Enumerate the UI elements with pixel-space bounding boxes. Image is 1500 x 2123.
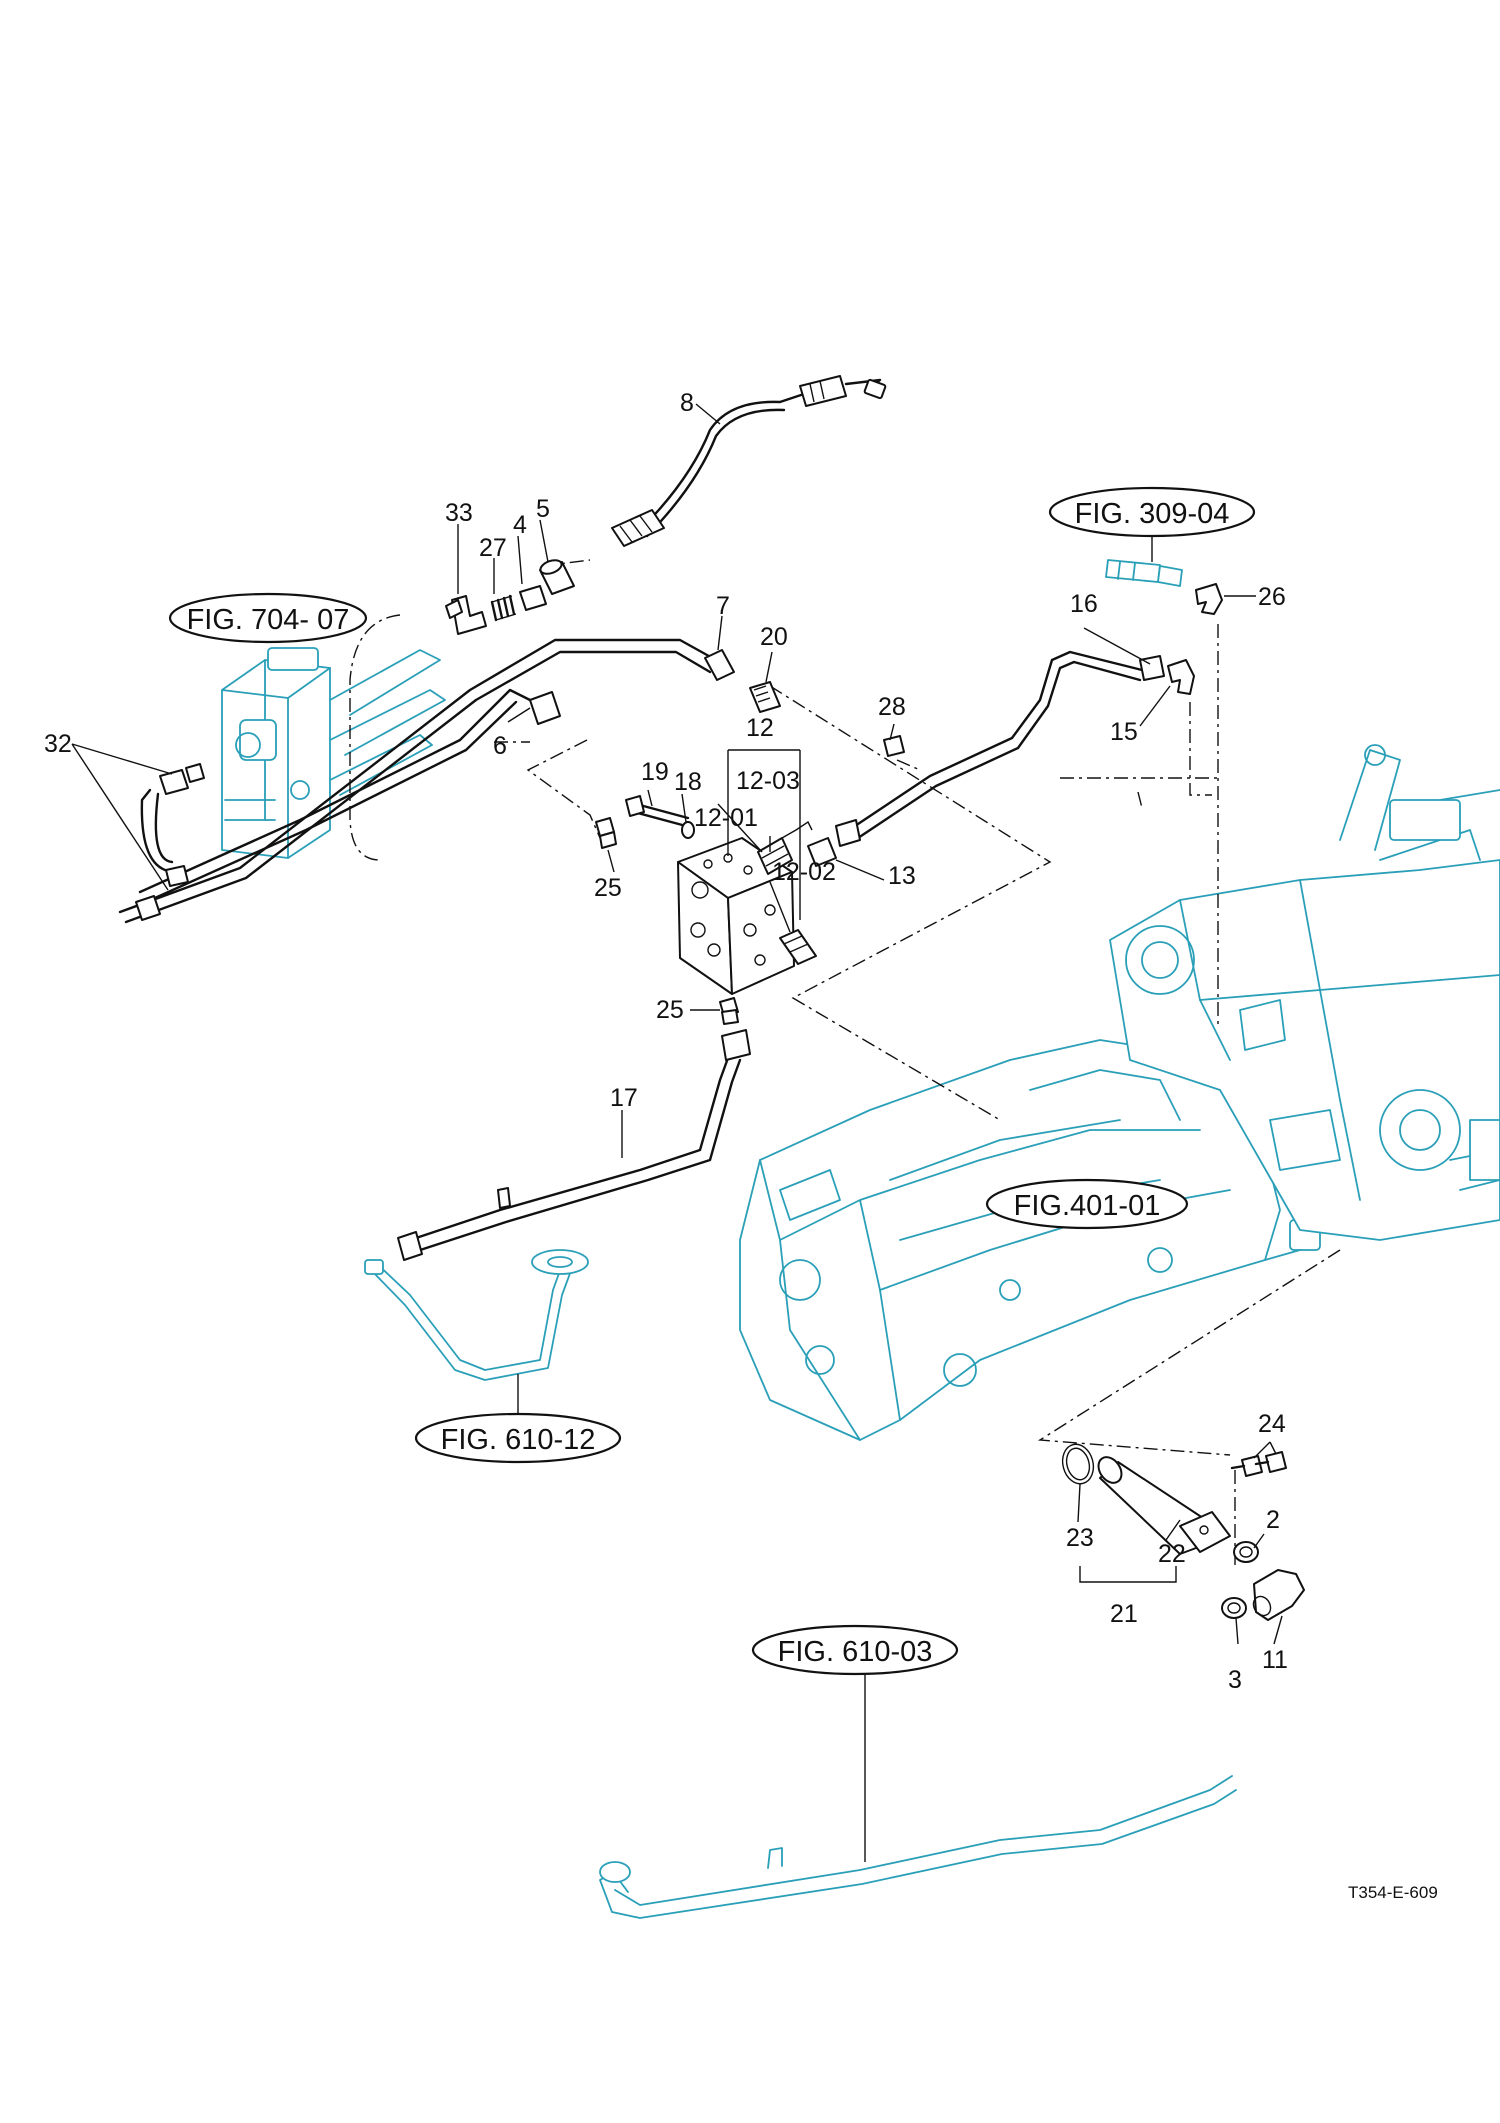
washer-18	[681, 821, 695, 839]
dashed-leaders	[349, 559, 1341, 1565]
pipe-610-12-reference	[364, 1249, 589, 1418]
pipe-6	[138, 688, 561, 904]
figure-ref-401-01-label: FIG.401-01	[1014, 1190, 1161, 1222]
elbow-26	[1195, 583, 1223, 615]
o-ring-23	[1061, 1443, 1095, 1485]
callout-16: 16	[1070, 590, 1098, 618]
callout-15: 15	[1110, 718, 1138, 746]
callout-22: 22	[1158, 1540, 1186, 1568]
callout-17: 17	[610, 1084, 638, 1112]
plug-5	[539, 559, 575, 595]
drawing-code: T354-E-609	[1348, 1883, 1438, 1902]
solenoid-12-02	[779, 929, 817, 965]
figure-ref-401-01[interactable]: FIG.401-01	[985, 1178, 1189, 1230]
elbow-15	[1167, 659, 1195, 695]
callout-28: 28	[878, 693, 906, 721]
figure-ref-610-12[interactable]: FIG. 610-12	[414, 1412, 622, 1464]
fitting-25-lower	[719, 997, 739, 1025]
leader-lines	[71, 403, 1283, 1645]
bolts-24	[1230, 1451, 1287, 1477]
callout-11: 11	[1262, 1646, 1288, 1674]
valve-spool-reference	[1105, 559, 1183, 587]
callout-3: 3	[1228, 1666, 1242, 1694]
callout-12-03: 12-03	[736, 767, 800, 795]
hose-8	[611, 375, 887, 547]
callout-25-lower: 25	[656, 996, 684, 1024]
pipe-7	[118, 638, 735, 924]
fitting-33	[445, 595, 487, 635]
clamp-3	[1221, 1597, 1247, 1619]
callout-12-01: 12-01	[694, 804, 758, 832]
callout-13: 13	[888, 862, 916, 890]
callout-32: 32	[44, 730, 72, 758]
part-callouts: 8 33 27 4 5 7 20 32 6 28 12 19 18 12-03 …	[44, 389, 1288, 1694]
callout-6: 6	[493, 732, 507, 760]
callout-5: 5	[536, 495, 550, 523]
fitting-25-upper	[595, 817, 617, 849]
callout-20: 20	[760, 623, 788, 651]
pipe-16	[835, 650, 1165, 847]
figure-ref-309-04-label: FIG. 309-04	[1075, 498, 1230, 530]
pipe-17	[397, 1029, 751, 1261]
callout-12-02: 12-02	[772, 858, 836, 886]
hose-11	[1252, 1569, 1305, 1621]
control-valve-reference	[221, 647, 446, 859]
callout-12: 12	[746, 714, 774, 742]
callout-8: 8	[680, 389, 694, 417]
callout-23: 23	[1066, 1524, 1094, 1552]
clamp-2	[1233, 1541, 1259, 1563]
callout-27: 27	[479, 534, 507, 562]
bolt-19	[625, 795, 690, 828]
callout-33: 33	[445, 499, 473, 527]
callout-7: 7	[716, 592, 730, 620]
figure-ref-704-07-label: FIG. 704- 07	[187, 604, 350, 636]
callout-19: 19	[641, 758, 669, 786]
callout-25-upper: 25	[594, 874, 622, 902]
filter-20	[749, 681, 781, 713]
pipe-22	[1097, 1456, 1231, 1555]
callout-24: 24	[1258, 1410, 1286, 1438]
figure-ref-610-03[interactable]: FIG. 610-03	[751, 1624, 959, 1676]
plug-28	[883, 735, 905, 757]
figure-ref-704-07[interactable]: FIG. 704- 07	[168, 592, 368, 644]
callout-21: 21	[1110, 1600, 1138, 1628]
spring-27	[490, 594, 517, 622]
adapter-13	[807, 837, 837, 867]
pipe-610-03-reference	[599, 1670, 1237, 1919]
figure-ref-610-12-label: FIG. 610-12	[441, 1424, 596, 1456]
figure-ref-309-04[interactable]: FIG. 309-04	[1048, 486, 1256, 538]
callout-2: 2	[1266, 1506, 1280, 1534]
solenoid-12-01	[757, 820, 813, 875]
callout-18: 18	[674, 768, 702, 796]
engine-block-reference	[1109, 744, 1500, 1241]
figure-ref-610-03-label: FIG. 610-03	[778, 1636, 933, 1668]
callout-4: 4	[513, 511, 527, 539]
callout-26: 26	[1258, 583, 1286, 611]
pipes-32	[135, 763, 205, 921]
poppet-4	[519, 585, 547, 611]
